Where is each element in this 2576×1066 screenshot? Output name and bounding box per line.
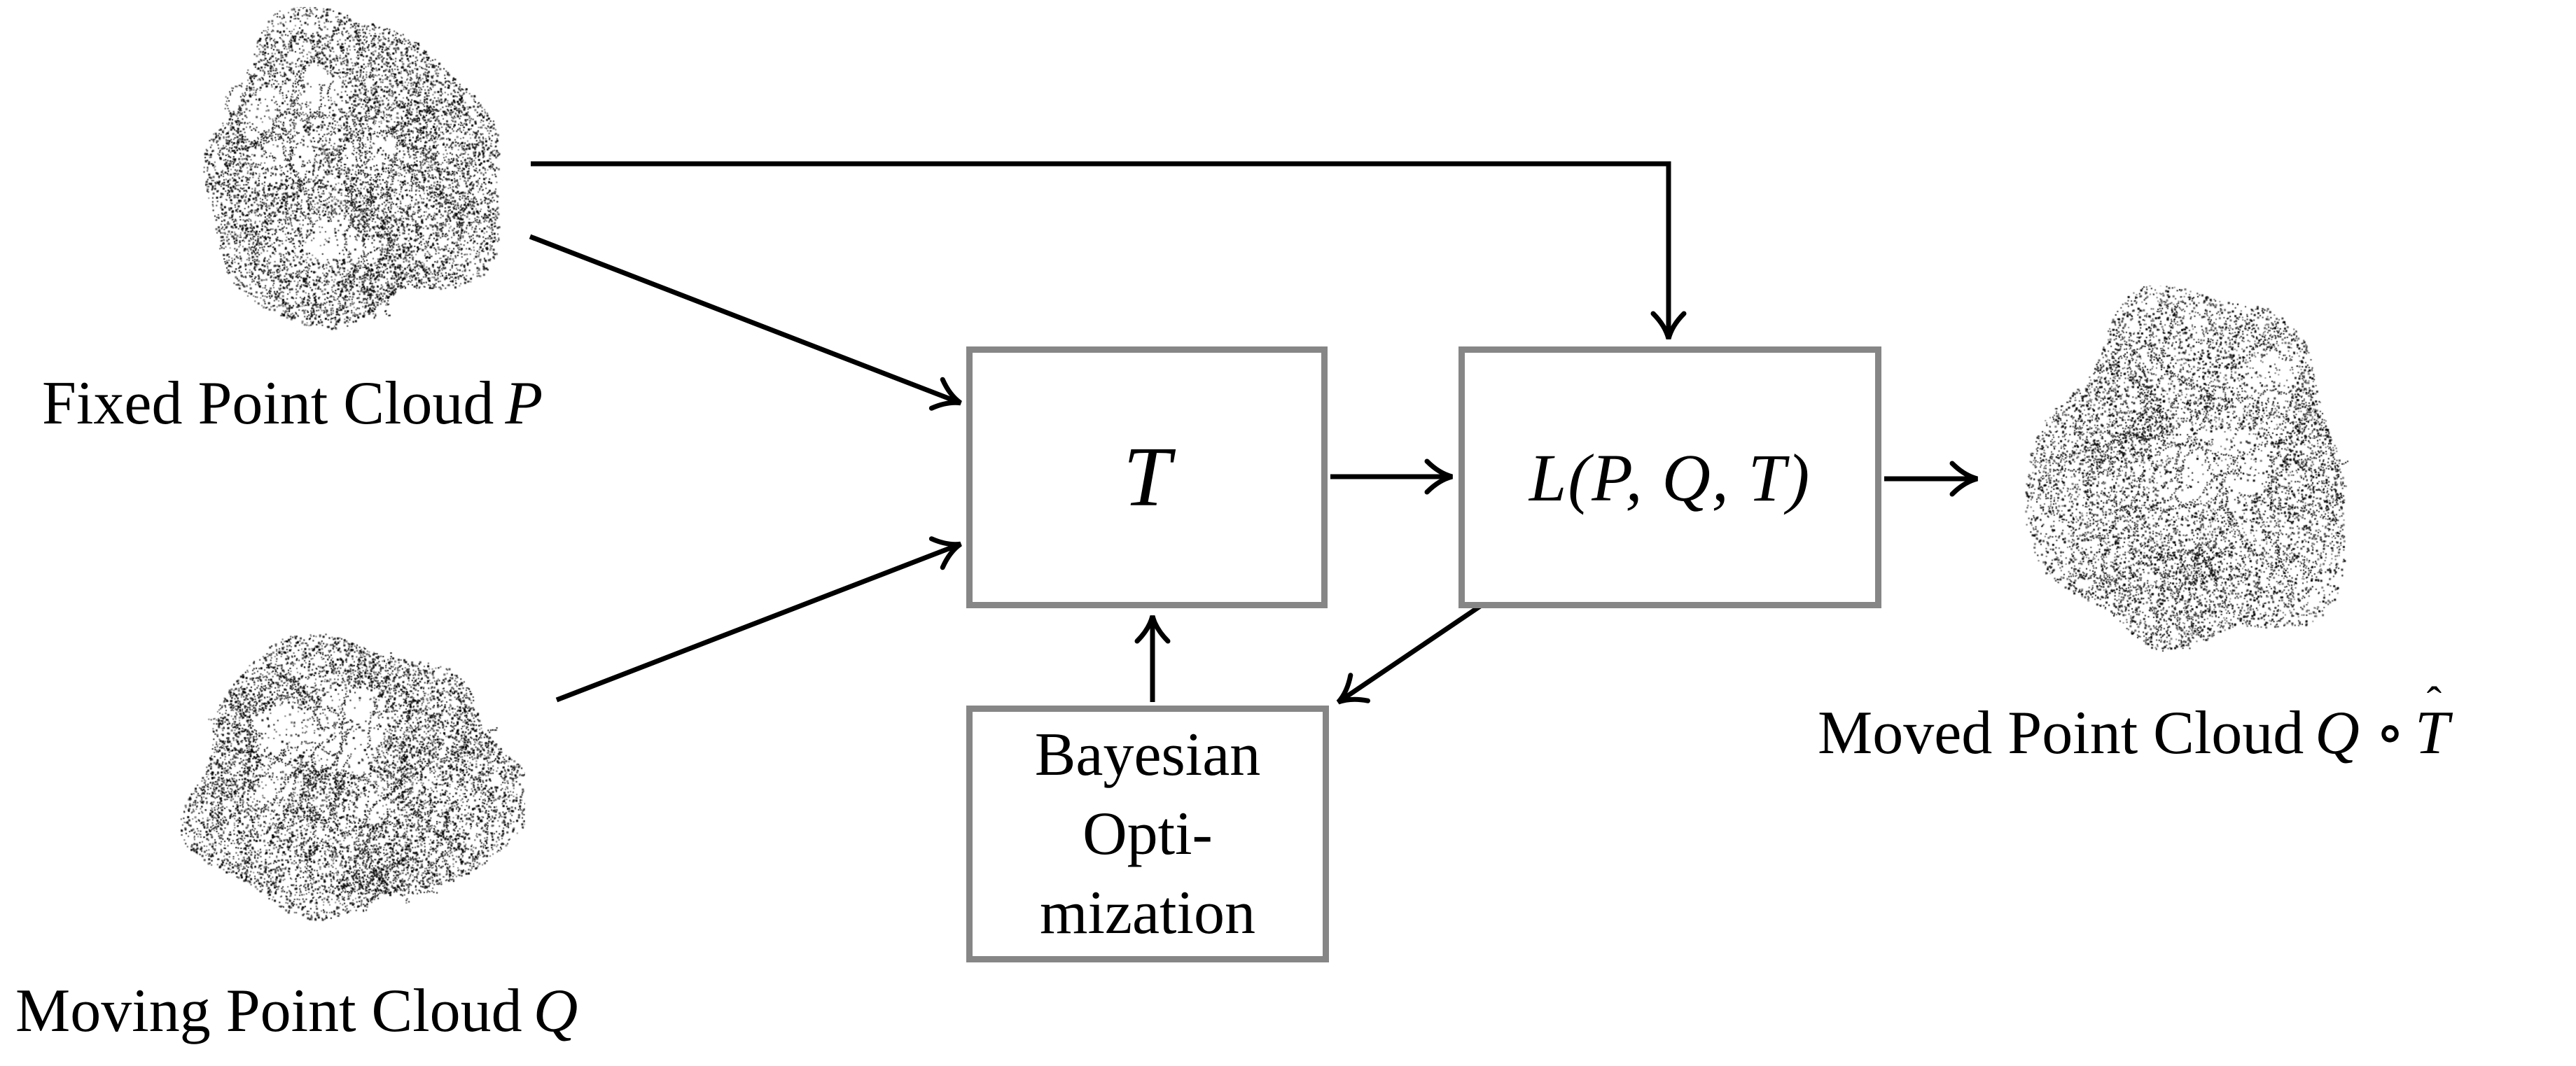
moving-point-cloud-image: [175, 633, 525, 924]
loss-box-label: L(P, Q, T): [1529, 440, 1811, 515]
estimated-transform-letter: T: [2415, 699, 2449, 767]
bayes-box-label: Bayesian Opti- mization: [1035, 715, 1261, 953]
moved-cloud-label-text: Moved Point Cloud: [1818, 699, 2304, 767]
bayes-line-3: mization: [1040, 879, 1255, 947]
transform-box-label: T: [1123, 430, 1171, 524]
fixed-cloud-label-text: Fixed Point Cloud: [42, 370, 494, 437]
hat-accent: ˆ: [2426, 678, 2442, 727]
bayes-box: Bayesian Opti- mization: [966, 706, 1329, 962]
moving-cloud-label-text: Moving Point Cloud: [15, 977, 522, 1045]
arrow-fixed-to-loss: [531, 161, 1687, 339]
arrow-fixed-to-transform: [529, 234, 962, 411]
transform-box: T: [966, 346, 1328, 608]
fixed-point-cloud-image: [193, 7, 508, 336]
arrow-moving-to-transform: [555, 536, 962, 703]
moving-cloud-symbol: Q: [533, 977, 578, 1045]
loss-box: L(P, Q, T): [1458, 346, 1881, 608]
bayes-line-2: Opti-: [1082, 800, 1213, 868]
moved-cloud-symbol: Q: [2315, 699, 2360, 767]
compose-operator: ∘: [2374, 699, 2405, 767]
moved-point-cloud-image: [2024, 286, 2360, 664]
bayes-line-1: Bayesian: [1034, 721, 1261, 789]
fixed-cloud-symbol: P: [505, 370, 543, 437]
arrow-loss-to-bayes: [1336, 604, 1482, 705]
